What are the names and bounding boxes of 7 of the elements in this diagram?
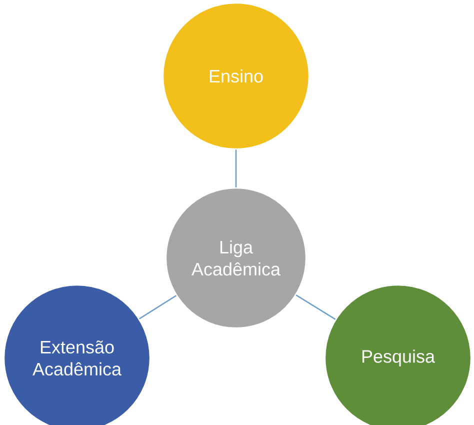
connector-line <box>235 150 237 188</box>
circle-node: Extensão Acadêmica <box>3 284 151 425</box>
circle-node: Pesquisa <box>324 284 472 425</box>
circle-node: Liga Acadêmica <box>165 187 307 329</box>
connector-line <box>138 295 177 320</box>
circle-node: Ensino <box>162 2 310 150</box>
connector-line <box>296 294 336 320</box>
